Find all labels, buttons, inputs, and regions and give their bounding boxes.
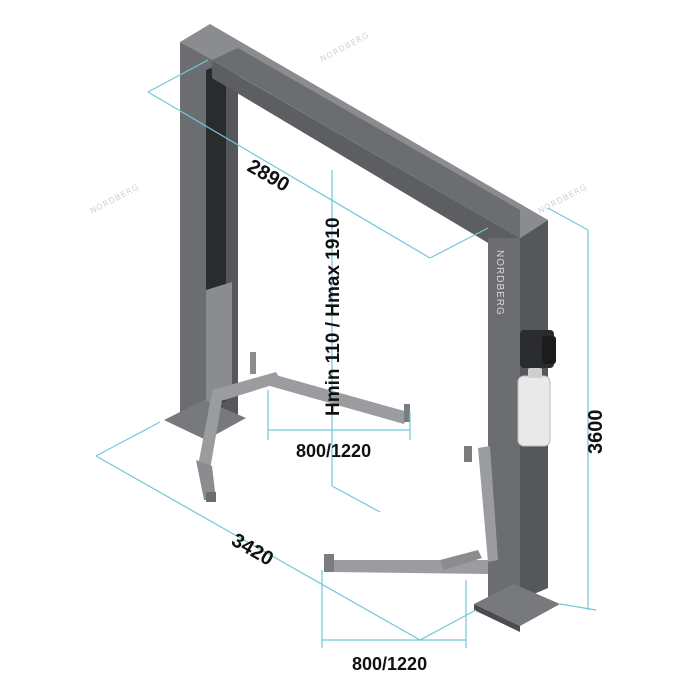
dimension-arm-reach-front: 800/1220 xyxy=(296,441,371,461)
dimension-top-width: 2890 xyxy=(244,155,294,196)
watermark-left: NORDBERG xyxy=(89,182,141,215)
top-beam-front xyxy=(180,42,520,262)
watermark-right: NORDBERG xyxy=(537,182,589,215)
dimension-total-height: 3600 xyxy=(585,410,607,455)
right-base-plate-front xyxy=(474,604,520,632)
right-arms xyxy=(324,446,498,574)
dimension-arm-reach-rear: 800/1220 xyxy=(352,654,427,674)
column-logo: NORDBERG xyxy=(494,250,505,316)
lift-frame: NORDBERG xyxy=(164,24,560,632)
right-post xyxy=(488,238,520,616)
left-arms xyxy=(196,352,410,502)
top-beam-underside xyxy=(212,48,520,238)
oil-reservoir xyxy=(517,368,551,447)
dimension-height-range: Hmin 110 / Hmax 1910 xyxy=(323,217,344,416)
control-box xyxy=(520,330,556,368)
dimension-base-width: 3420 xyxy=(228,529,278,570)
left-post xyxy=(180,42,212,436)
right-base-plate xyxy=(474,584,560,626)
dimension-lines xyxy=(95,59,597,648)
left-carriage xyxy=(206,282,232,405)
watermark-top: NORDBERG xyxy=(319,30,371,63)
left-base-plate xyxy=(164,400,246,440)
